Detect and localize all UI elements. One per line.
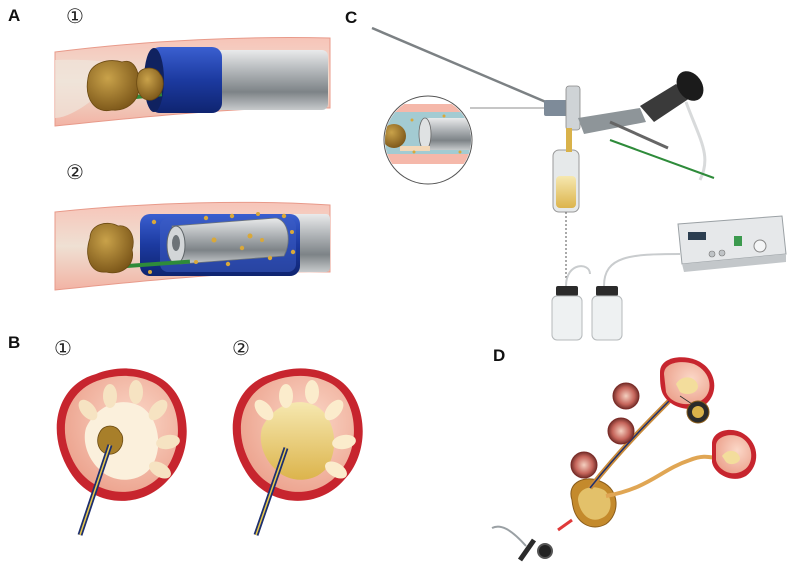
sheath-steel [210, 50, 328, 110]
magnified-view-content [385, 104, 471, 164]
urethra-marker [557, 518, 573, 532]
pump-button [718, 249, 726, 257]
panel-a-sub1-label: ① [66, 4, 84, 28]
suction-pump-unit [677, 215, 787, 272]
bladder-lumen [578, 487, 611, 520]
scope-channel [172, 235, 180, 251]
scope-cable [491, 525, 527, 547]
panel-b-sub2-kidney [232, 368, 363, 536]
panel-c-label: C [345, 8, 358, 27]
panel-c-setup [371, 26, 787, 341]
scope-fiber [255, 447, 287, 536]
kidney-lower-pelvis [722, 450, 740, 465]
pump-knob [753, 239, 767, 253]
pump-indicator [734, 236, 742, 246]
stone-dust-particles [148, 212, 296, 274]
panel-b-sub2-label: ② [232, 336, 250, 360]
stone [86, 60, 140, 112]
kidney-upper-pelvis [676, 377, 698, 394]
endoscopic-view-2 [607, 417, 635, 445]
scope-eyepiece [537, 543, 553, 559]
panel-a-sub2-label: ② [66, 160, 84, 184]
pump-display [688, 232, 706, 240]
panel-b-sub1-label: ① [54, 336, 72, 360]
collection-tube [566, 128, 572, 152]
panel-a-sub2 [54, 201, 331, 291]
endoscopic-view-1 [612, 382, 640, 410]
stone [87, 222, 134, 274]
eyepiece [676, 71, 704, 101]
stone [97, 425, 124, 455]
sheath-blue-tip [150, 47, 222, 113]
panel-d-urinary-tract [491, 357, 757, 562]
stone-fragment [136, 67, 164, 101]
callout-line [679, 395, 693, 405]
scope-handle [517, 538, 537, 562]
stone-in-view [692, 406, 704, 418]
calyces [78, 380, 180, 479]
guidewire [119, 259, 191, 269]
ureter-right [605, 454, 724, 498]
scope-body [171, 217, 289, 265]
side-valve [609, 120, 669, 150]
pump-button [708, 250, 716, 258]
calyces [254, 380, 356, 479]
irrigation-port [565, 85, 581, 131]
panel-b-sub1-kidney [56, 368, 187, 536]
endoscopic-view-3 [570, 451, 598, 479]
panel-a-sub1 [54, 37, 331, 127]
scope-hub [544, 100, 572, 116]
panel-a-label: A [8, 6, 21, 25]
panel-b-label: B [8, 333, 21, 352]
scope-fiber [79, 444, 111, 536]
collection-bottle [551, 286, 583, 341]
scope-body [578, 108, 646, 134]
tubing [603, 253, 681, 287]
tubing [565, 265, 591, 287]
nephroscope-shaft [371, 26, 561, 110]
eyepiece-arm [640, 84, 690, 122]
guidewire [609, 139, 715, 179]
collected-fluid [556, 176, 576, 208]
panel-d-label: D [493, 346, 506, 365]
collection-bottle [591, 286, 623, 341]
